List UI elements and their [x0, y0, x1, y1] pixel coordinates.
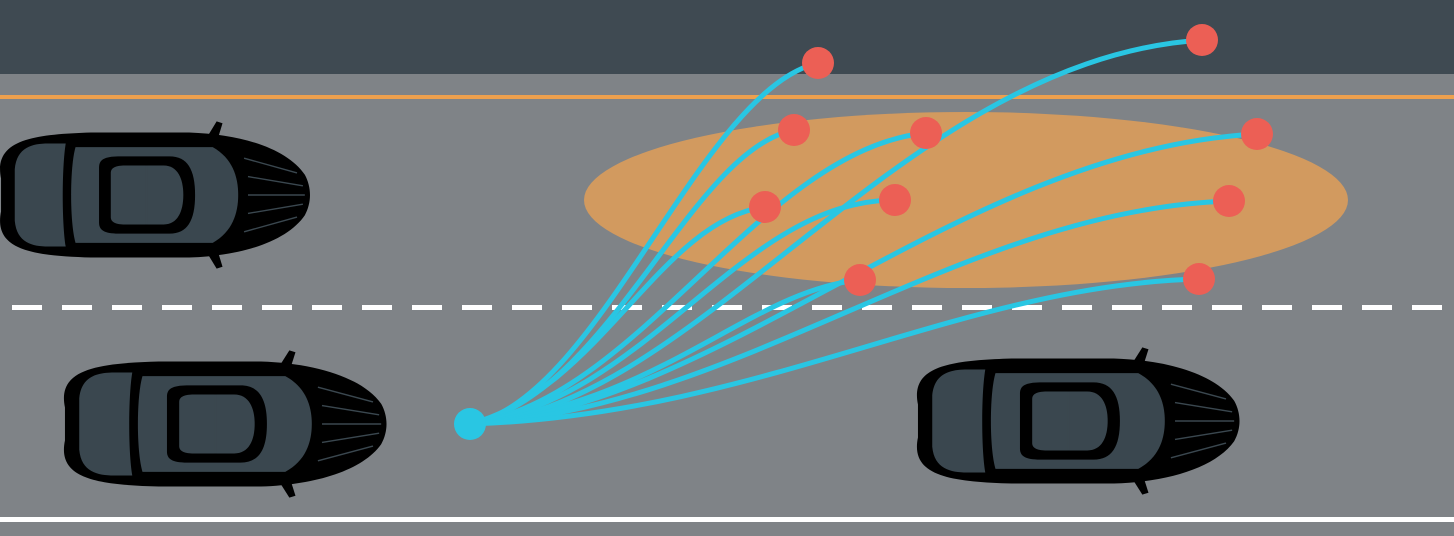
- lane-dash: [962, 305, 992, 310]
- trajectory-endpoint: [879, 184, 911, 216]
- lane-dash: [12, 305, 42, 310]
- uncertainty-zone: [584, 112, 1348, 288]
- trajectory-path: [467, 198, 1232, 427]
- trajectory-endpoint: [910, 117, 942, 149]
- lane-dash: [262, 305, 292, 310]
- lane-dash: [412, 305, 442, 310]
- lane-dash: [1062, 305, 1092, 310]
- trajectory-endpoint: [1186, 24, 1218, 56]
- lane-dash: [62, 305, 92, 310]
- trajectory-path: [467, 276, 1202, 427]
- trajectory-endpoint: [1241, 118, 1273, 150]
- lane-dash: [562, 305, 592, 310]
- lane-dash: [1362, 305, 1392, 310]
- trajectory-start-point: [454, 408, 486, 440]
- lane-dash: [1112, 305, 1142, 310]
- trajectory-path: [467, 197, 898, 427]
- lane-dash: [1162, 305, 1192, 310]
- lane-dash: [112, 305, 142, 310]
- trajectory-set: [467, 37, 1260, 427]
- trajectory-endpoint: [778, 114, 810, 146]
- lane-dash: [1312, 305, 1342, 310]
- lane-dash: [462, 305, 492, 310]
- lane-dash: [712, 305, 742, 310]
- lane-dash: [1212, 305, 1242, 310]
- trajectory-endpoint: [749, 191, 781, 223]
- lane-dash: [912, 305, 942, 310]
- trajectory-path: [467, 37, 1205, 427]
- trajectory-endpoint: [1213, 185, 1245, 217]
- lane-dash: [812, 305, 842, 310]
- lane-dash: [862, 305, 892, 310]
- lane-dash: [1262, 305, 1292, 310]
- trajectory-path: [467, 204, 768, 427]
- lane-dash: [1412, 305, 1442, 310]
- endpoint-set: [749, 24, 1273, 296]
- lane-dash: [212, 305, 242, 310]
- shoulder-line: [0, 517, 1454, 522]
- top-band: [0, 0, 1454, 74]
- lane-divider: [12, 305, 1442, 310]
- lane-dash: [312, 305, 342, 310]
- trajectory-endpoint: [844, 264, 876, 296]
- trajectory-endpoint: [1183, 263, 1215, 295]
- lane-dash: [662, 305, 692, 310]
- road-edge-line: [0, 95, 1454, 99]
- trajectory-endpoint: [802, 47, 834, 79]
- lane-dash: [362, 305, 392, 310]
- trajectory-path: [467, 130, 929, 427]
- lane-dash: [1012, 305, 1042, 310]
- lane-dash: [512, 305, 542, 310]
- lane-dash: [162, 305, 192, 310]
